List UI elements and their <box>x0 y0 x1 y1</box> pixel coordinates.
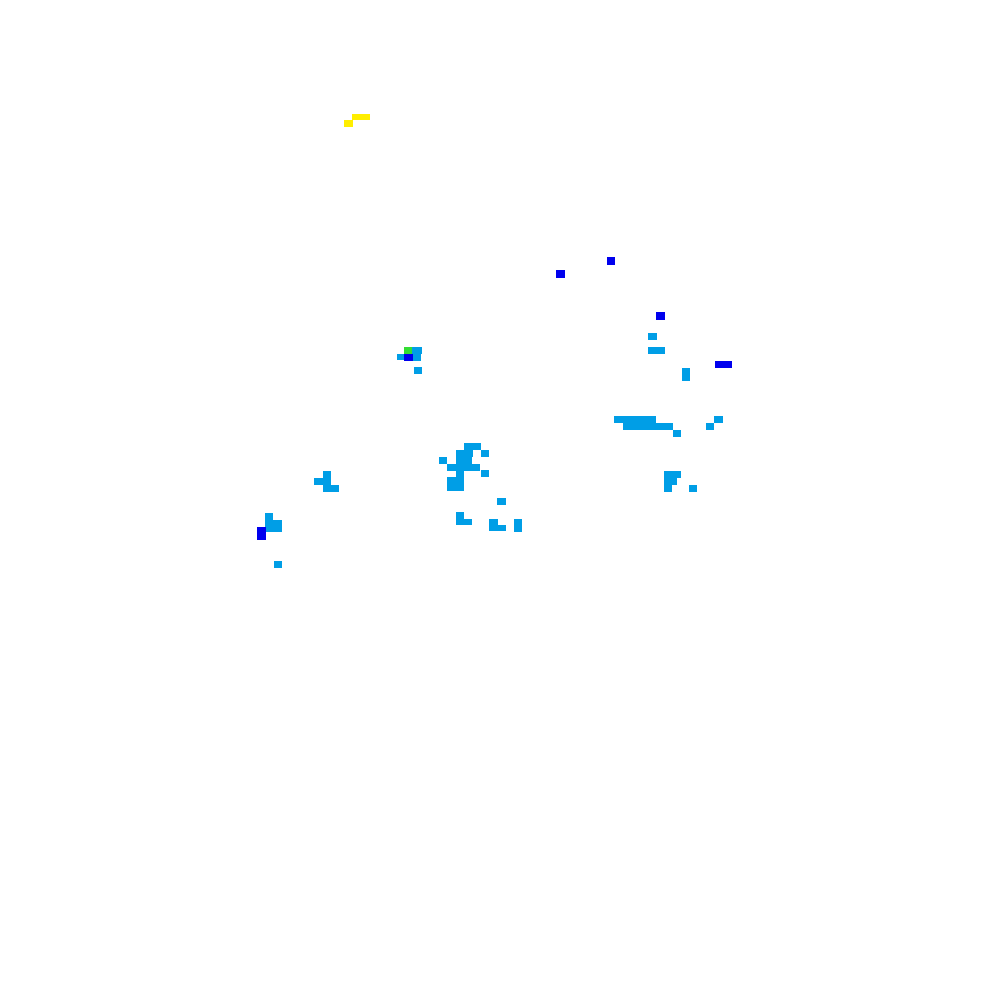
echo-cell-light-blue <box>274 561 282 568</box>
echo-cell-blue <box>656 312 665 320</box>
echo-cell-light-blue <box>413 354 421 361</box>
echo-cell-light-blue <box>489 519 498 526</box>
echo-cell-light-blue <box>614 416 656 423</box>
echo-cell-light-blue <box>397 354 404 360</box>
echo-cell-light-blue <box>514 519 522 532</box>
echo-cell-light-blue <box>456 519 472 525</box>
echo-cell-light-blue <box>456 450 473 457</box>
echo-cell-light-blue <box>673 430 681 437</box>
echo-cell-light-blue <box>265 513 273 520</box>
echo-cell-light-blue <box>464 443 481 450</box>
echo-cell-light-blue <box>497 498 506 505</box>
echo-cell-light-blue <box>456 457 472 464</box>
echo-cell-light-blue <box>447 464 480 471</box>
echo-cell-light-blue <box>664 478 677 485</box>
echo-cell-light-blue <box>648 333 657 340</box>
echo-cell-light-blue <box>439 457 447 464</box>
echo-cell-light-blue <box>714 416 723 423</box>
echo-cell-blue <box>715 361 732 368</box>
echo-cell-light-blue <box>689 485 697 492</box>
echo-cell-green <box>404 347 412 354</box>
echo-cell-light-blue <box>481 470 489 477</box>
echo-cell-light-blue <box>489 525 506 531</box>
echo-cell-light-blue <box>314 478 331 485</box>
echo-cell-blue <box>257 527 266 540</box>
echo-cell-light-blue <box>323 485 339 492</box>
echo-cell-light-blue <box>664 471 681 478</box>
echo-cell-light-blue <box>265 520 282 532</box>
cell-layer <box>257 114 732 568</box>
echo-cell-light-blue <box>664 485 672 492</box>
echo-cell-light-blue <box>623 423 673 430</box>
echo-cell-light-blue <box>456 512 464 519</box>
echo-cell-light-blue <box>323 471 331 478</box>
echo-cell-blue <box>404 354 413 361</box>
echo-cell-light-blue <box>648 347 665 354</box>
echo-cell-light-blue <box>706 423 714 430</box>
echo-cell-yellow <box>344 120 353 127</box>
echo-cell-yellow <box>352 114 370 120</box>
echo-cell-light-blue <box>412 347 422 354</box>
echo-cell-light-blue <box>447 477 464 491</box>
echo-cell-light-blue <box>414 367 422 374</box>
echo-cell-blue <box>556 270 565 278</box>
echo-cell-blue <box>607 257 615 265</box>
echo-cell-light-blue <box>456 470 464 477</box>
echo-cell-light-blue <box>682 368 690 381</box>
echo-cell-light-blue <box>481 450 489 457</box>
